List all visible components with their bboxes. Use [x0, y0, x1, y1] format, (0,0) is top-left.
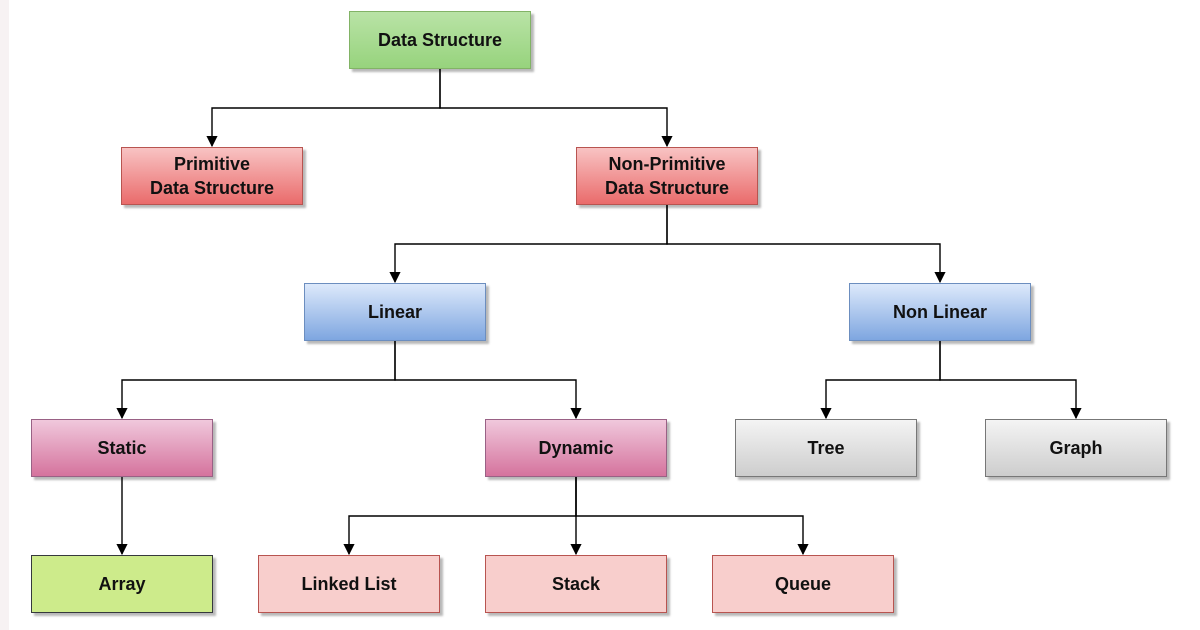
node-linear[interactable]: Linear: [304, 283, 486, 341]
node-label: Linked List: [301, 574, 397, 594]
node-label: Queue: [774, 574, 831, 594]
connector-non_primitive-to-linear: [389, 205, 668, 284]
node-label-line1: Primitive: [173, 154, 251, 174]
connector-non_linear-to-tree: [820, 341, 941, 420]
node-label: Data Structure: [377, 30, 503, 50]
connector-non_linear-to-graph: [939, 341, 1082, 420]
node-primitive-data-structure[interactable]: Primitive Data Structure: [121, 147, 303, 205]
node-label: Tree: [807, 438, 845, 458]
node-queue[interactable]: Queue: [712, 555, 894, 613]
node-non-primitive-data-structure[interactable]: Non-Primitive Data Structure: [576, 147, 758, 205]
left-edge-strip: [0, 0, 9, 630]
node-label: Array: [98, 574, 146, 594]
node-non-linear[interactable]: Non Linear: [849, 283, 1031, 341]
connector-non_primitive-to-non_linear: [666, 205, 946, 284]
connector-linear-to-dynamic: [394, 341, 582, 420]
node-label-line2: Data Structure: [604, 178, 730, 198]
node-label: Non Linear: [892, 302, 987, 322]
connector-dynamic-to-queue: [575, 477, 809, 556]
connector-dynamic-to-linked_list: [343, 477, 577, 556]
node-graph[interactable]: Graph: [985, 419, 1167, 477]
node-data-structure[interactable]: Data Structure: [349, 11, 531, 69]
node-static[interactable]: Static: [31, 419, 213, 477]
connector-data_structure-to-primitive: [206, 69, 441, 148]
node-linked-list[interactable]: Linked List: [258, 555, 440, 613]
node-label: Stack: [551, 574, 601, 594]
connector-linear-to-static: [116, 341, 396, 420]
connector-data_structure-to-non_primitive: [439, 69, 673, 148]
node-stack[interactable]: Stack: [485, 555, 667, 613]
node-label-line1: Non-Primitive: [608, 154, 726, 174]
node-label: Dynamic: [538, 438, 614, 458]
node-label: Static: [97, 438, 147, 458]
node-label-line2: Data Structure: [149, 178, 275, 198]
node-tree[interactable]: Tree: [735, 419, 917, 477]
node-dynamic[interactable]: Dynamic: [485, 419, 667, 477]
node-array[interactable]: Array: [31, 555, 213, 613]
node-label: Linear: [367, 302, 423, 322]
node-label: Graph: [1049, 438, 1103, 458]
